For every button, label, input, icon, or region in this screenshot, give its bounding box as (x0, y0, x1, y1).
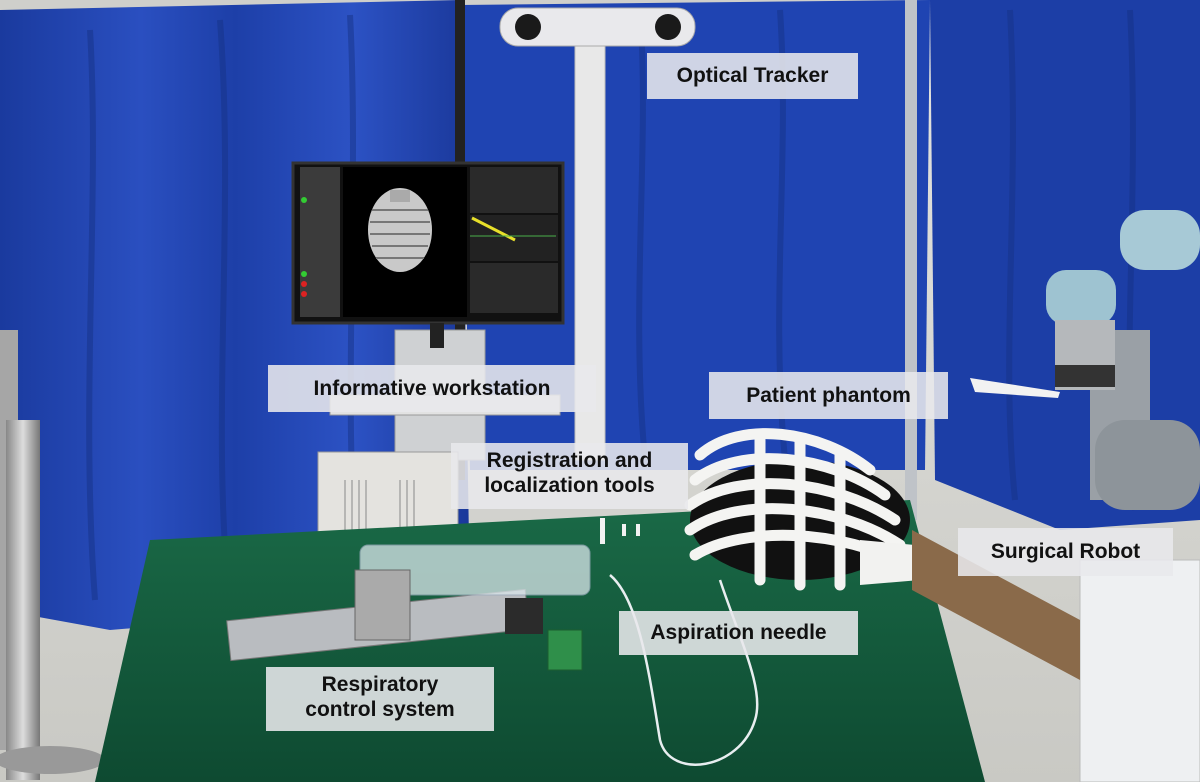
stepper-motor (505, 598, 543, 634)
registration-tool-1 (600, 518, 605, 544)
monitor-slice-3 (470, 263, 558, 313)
monitor-slice-1 (470, 167, 558, 213)
label-respiratory-line1: Respiratory (321, 673, 439, 696)
curtain-pole-right (905, 0, 917, 520)
registration-tool-2 (622, 524, 626, 536)
label-surgical-robot-text: Surgical Robot (990, 540, 1141, 563)
side-board (912, 530, 1080, 680)
tracker-lens-right (655, 14, 681, 40)
control-board (547, 629, 583, 671)
stanchion (6, 420, 40, 780)
tracker-body (499, 7, 696, 47)
stanchion-base (0, 746, 105, 774)
monitor-stand (430, 323, 444, 348)
syringe-carriage (354, 569, 411, 641)
label-registration-tools: Registration and localization tools (451, 443, 688, 509)
label-optical-tracker-text: Optical Tracker (676, 64, 829, 87)
label-respiratory-control: Respiratory control system (266, 667, 494, 731)
label-patient-phantom: Patient phantom (709, 372, 948, 419)
ct-rendering (368, 188, 432, 272)
label-informative-workstation: Informative workstation (268, 365, 596, 412)
label-registration-line2: localization tools (484, 474, 655, 497)
label-respiratory-line2: control system (305, 698, 455, 721)
patient-phantom (684, 428, 920, 591)
registration-tool-3 (636, 524, 640, 536)
label-patient-phantom-text: Patient phantom (746, 384, 911, 407)
label-aspiration-needle-text: Aspiration needle (650, 621, 827, 644)
label-surgical-robot: Surgical Robot (958, 528, 1173, 576)
label-informative-workstation-text: Informative workstation (313, 377, 551, 400)
ct-ribs (370, 209, 430, 259)
label-registration-line1: Registration and (486, 449, 653, 472)
monitor-sidebar (300, 167, 340, 317)
power-supply-vents (344, 480, 415, 530)
tracker-lens-left (515, 14, 541, 40)
label-aspiration-needle: Aspiration needle (619, 611, 858, 655)
label-optical-tracker: Optical Tracker (647, 53, 858, 99)
